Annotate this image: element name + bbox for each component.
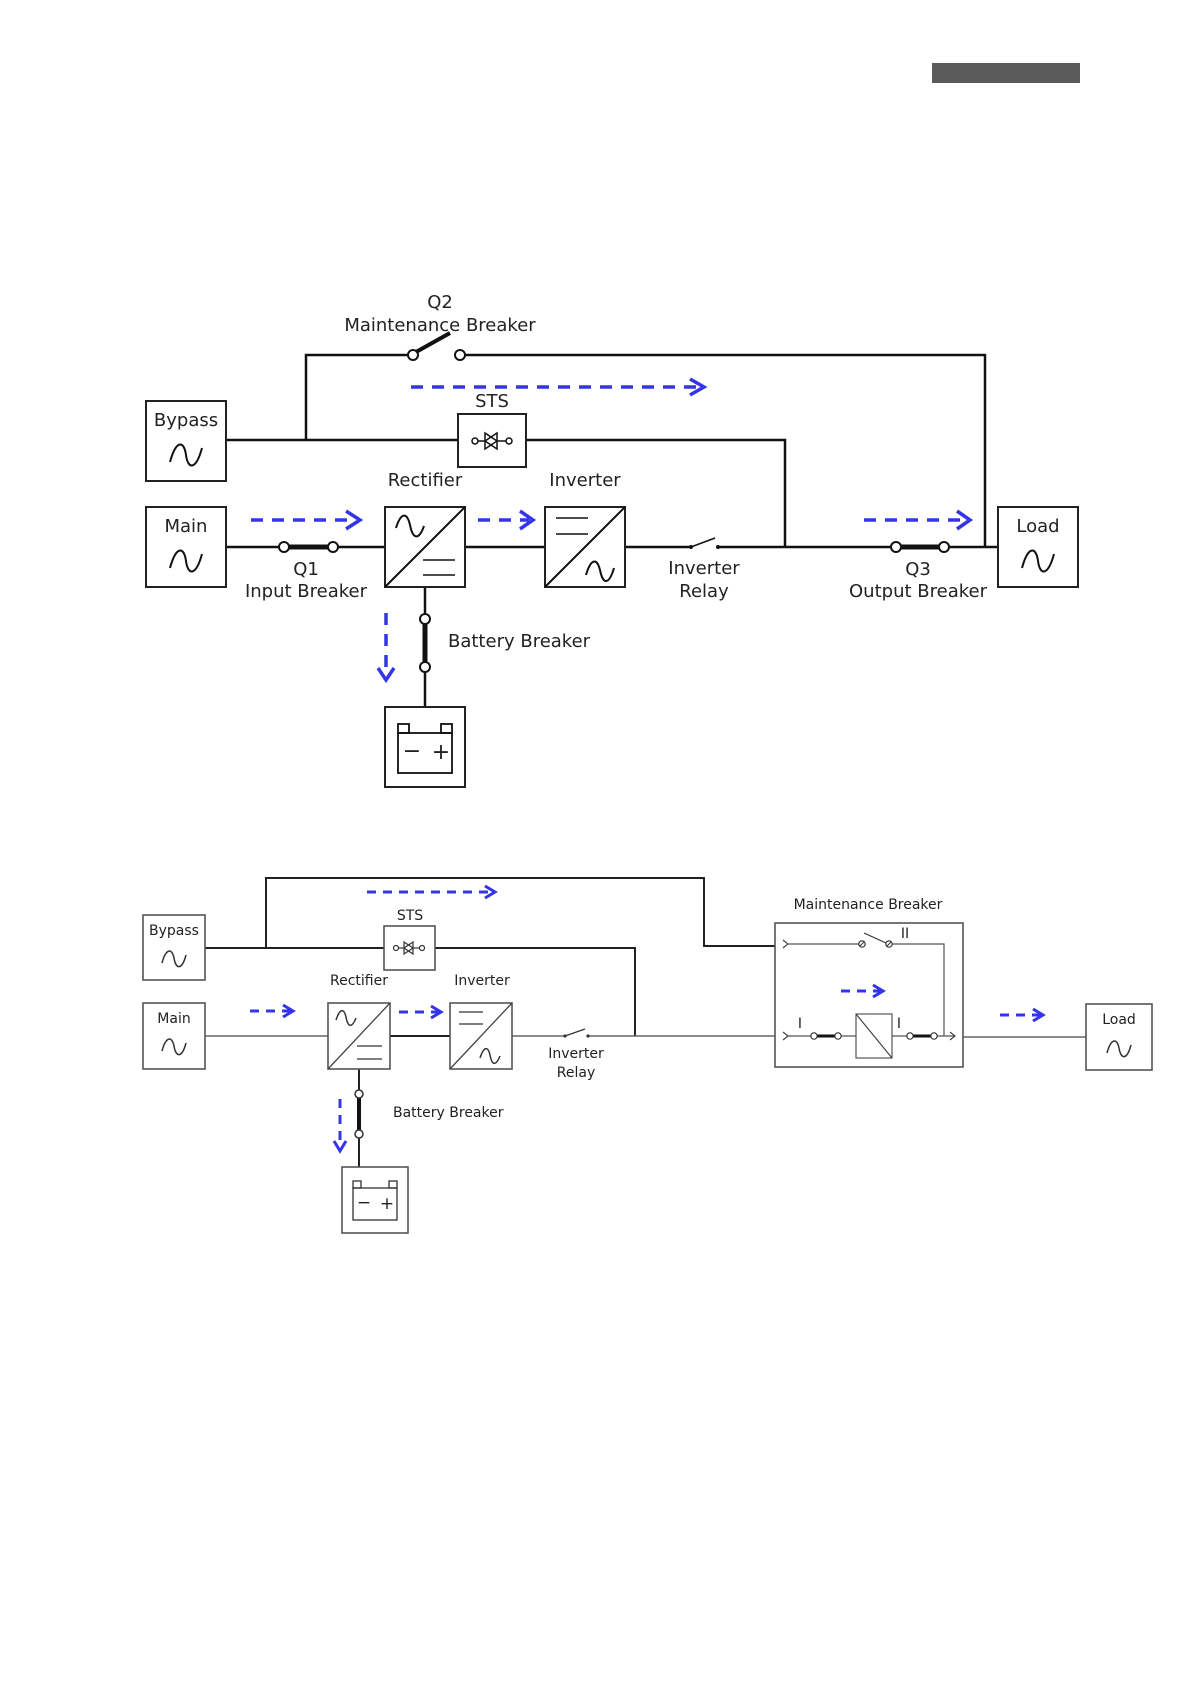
battery-box: − + [341,1166,409,1234]
q2-switch[interactable] [407,331,466,361]
bypass-source: Bypass [142,914,206,981]
switch-i-right[interactable] [906,1032,938,1040]
flow-arrow-main [251,509,364,531]
flow-arrow-battery [376,613,396,684]
ac-sine-icon [395,514,425,538]
battery-box: − + [384,706,466,788]
bypass-source: Bypass [145,400,227,482]
sts-output-wire [435,947,636,1036]
rectifier-box [327,1002,391,1070]
input-breaker-label: Input Breaker [245,581,368,602]
thyristor-icon [471,431,513,451]
maintenance-bypass-wire [265,877,775,948]
inverter-relay-switch[interactable] [563,1028,590,1038]
q2-left-wire [304,353,412,440]
load-box: Load [997,506,1079,588]
flow-arrow-main [250,1003,296,1019]
inverter-relay-label-2: Relay [557,1065,595,1081]
ac-sine-icon [169,443,203,467]
wires [205,877,1086,1167]
maintenance-breaker-label: Maintenance Breaker [794,897,943,913]
sts-box [457,413,527,468]
battery-breaker-label: Battery Breaker [448,631,591,652]
flow-arrow-output [864,509,974,531]
battery-icon: − + [397,723,453,774]
switch-position-i: I [897,1016,901,1032]
q2-right-wire [460,353,987,547]
svg-text:+: + [380,1194,394,1214]
q1-breaker[interactable] [278,541,339,553]
inverter-label: Inverter [549,470,621,491]
ac-sine-icon [1106,1040,1132,1058]
main-label: Main [157,1011,190,1027]
thyristor-icon [392,940,426,956]
maintenance-breaker-module: II I I [774,922,964,1068]
q3-breaker[interactable] [890,541,950,553]
ac-sine-icon [335,1009,357,1027]
ups-diagram-1: Q2 Maintenance Breaker STS Bypass [145,292,1079,788]
sts-output-wire [526,438,787,547]
ups-diagram-2: STS Bypass Main Rectifi [142,877,1153,1234]
inverter-box [449,1002,513,1070]
battery-breaker-label: Battery Breaker [393,1105,504,1121]
sts-label: STS [475,391,509,412]
inverter-label: Inverter [454,973,510,989]
flow-arrow-dc [478,509,537,531]
main-label: Main [165,516,208,537]
flow-arrow-module [841,983,886,999]
inverter-box [544,506,626,588]
flow-arrow-battery [332,1099,348,1154]
sts-box [383,925,436,971]
battery-icon: − + [352,1180,398,1221]
flow-arrow-bypass [411,377,708,397]
main-source: Main [145,506,227,588]
battery-breaker[interactable] [354,1089,364,1139]
load-label: Load [1016,516,1059,537]
svg-text:−: − [357,1193,371,1213]
bypass-label: Bypass [149,923,199,939]
ac-sine-icon [161,950,187,968]
flow-arrow-output [1000,1007,1046,1023]
switch-i-left[interactable] [810,1032,842,1040]
load-box: Load [1085,1003,1153,1071]
sts-label: STS [397,908,423,924]
ac-sine-icon [585,560,615,582]
inverter-relay-label-1: Inverter [548,1046,604,1062]
switch-position-i: I [798,1016,802,1032]
load-label: Load [1102,1012,1136,1028]
rectifier-label: Rectifier [388,470,463,491]
q2-label: Q2 [427,292,453,313]
svg-text:−: − [403,739,421,764]
maintenance-breaker-label: Maintenance Breaker [344,315,536,336]
svg-text:+: + [432,740,450,765]
ac-sine-icon [161,1038,187,1056]
flow-arrow-bypass [367,884,498,900]
inverter-relay-label-2: Relay [679,581,729,602]
connector-icon [949,1031,956,1041]
flow-arrow-dc [399,1004,444,1020]
ac-sine-icon [479,1047,501,1065]
ac-sine-icon [1021,549,1055,573]
wires [226,353,997,707]
bypass-label: Bypass [154,410,218,431]
rectifier-box [384,506,466,588]
main-source: Main [142,1002,206,1070]
ac-sine-icon [169,549,203,573]
inverter-relay-switch[interactable] [689,537,720,549]
output-breaker-label: Output Breaker [849,581,988,602]
rectifier-label: Rectifier [330,973,388,989]
switch-position-ii: II [901,926,909,942]
header-bar [932,63,1080,83]
q1-label: Q1 [293,559,319,580]
switch-ii[interactable] [858,932,893,948]
battery-breaker[interactable] [419,613,431,673]
q3-label: Q3 [905,559,931,580]
inverter-relay-label-1: Inverter [668,558,740,579]
